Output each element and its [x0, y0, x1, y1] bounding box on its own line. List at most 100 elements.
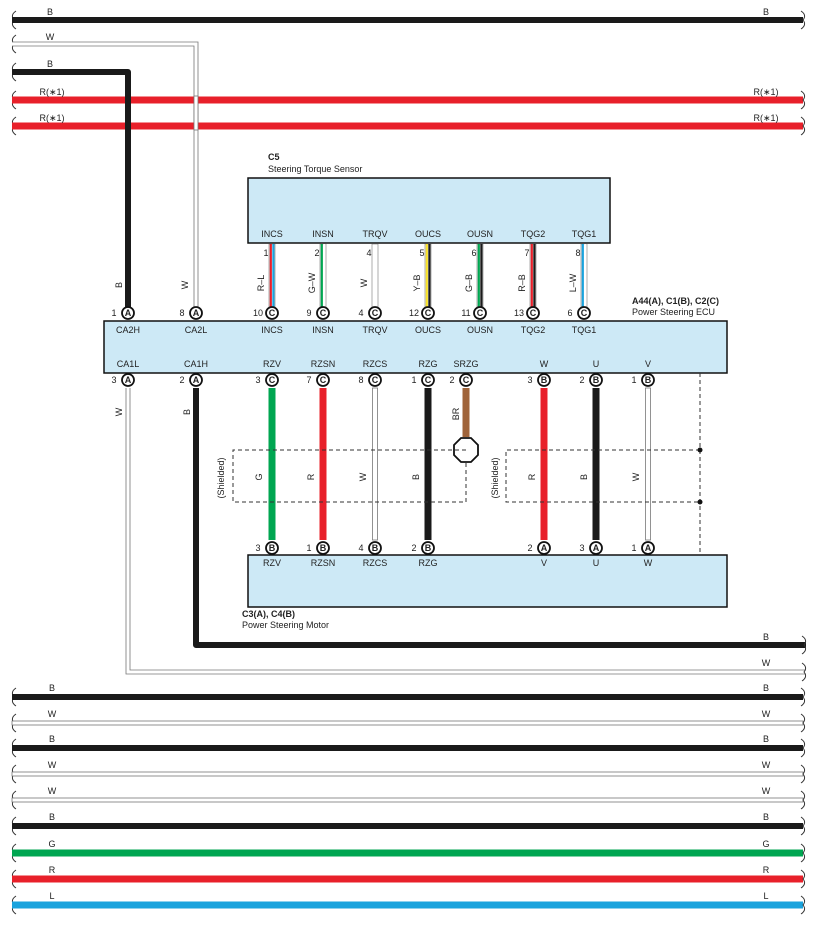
- svg-text:A: A: [193, 308, 200, 318]
- ecu-bottom-pin-rzg: C: [421, 373, 435, 387]
- bus-top-label-right: B: [763, 7, 769, 17]
- bus-bottom-label-right: W: [762, 760, 771, 770]
- motor-wire-6: [645, 387, 651, 541]
- ecu-bottom-pin-term: CA1L: [117, 359, 140, 369]
- svg-text:C: C: [320, 375, 327, 385]
- ca1l-wire-label: W: [114, 407, 124, 416]
- ecu-top-pin-num: 4: [358, 308, 363, 318]
- ca2h-wire: [12, 69, 131, 312]
- ecu-top-pin-ousn: C: [473, 306, 487, 320]
- motor-pin-num: 2: [527, 543, 532, 553]
- ecu-bottom-pin-term: U: [593, 359, 600, 369]
- bus-bottom-break-right: [800, 816, 806, 836]
- shield-label-right: (Shielded): [490, 457, 500, 498]
- motor-pin-term: RZCS: [363, 558, 388, 568]
- ecu-bottom-pin-term: RZG: [419, 359, 438, 369]
- svg-text:B: B: [593, 375, 600, 385]
- svg-text:C: C: [425, 375, 432, 385]
- ecu-top-pin-num: 6: [567, 308, 572, 318]
- ecu-top-pin-oucs: C: [421, 306, 435, 320]
- motor-pin-num: 2: [411, 543, 416, 553]
- bus-bottom-label-left: G: [48, 839, 55, 849]
- bus-top-label-left: W: [46, 32, 55, 42]
- sensor-wire-incs: [268, 243, 276, 308]
- sensor-wire-ousn: [476, 243, 484, 308]
- bus-bottom-label-right: G: [762, 839, 769, 849]
- ecu-bottom-pin-num: 3: [527, 375, 532, 385]
- motor-pin-term: W: [644, 558, 653, 568]
- bus-bottom-label-right: W: [762, 658, 771, 668]
- bus-top-break-right: [800, 90, 806, 110]
- ecu-bottom-pin-term: RZV: [263, 359, 281, 369]
- sensor-wire-tqg2: [529, 243, 537, 308]
- bus-bottom-label-left: B: [49, 812, 55, 822]
- bus-bottom-label-left: R: [49, 865, 56, 875]
- motor-pin-num: 3: [255, 543, 260, 553]
- ca2l-wire-label: W: [180, 280, 190, 289]
- sensor-pin-term: OUSN: [467, 229, 493, 239]
- sensor-pin-term: TQG2: [521, 229, 546, 239]
- motor-wire-label: R: [527, 473, 537, 480]
- motor-pin-rzv: B: [265, 541, 279, 555]
- bus-bottom-break-right: [800, 895, 806, 915]
- shield-left: [232, 449, 467, 503]
- svg-text:A: A: [125, 375, 132, 385]
- motor-pin-term: U: [593, 558, 600, 568]
- ecu-top-pin-num: 11: [461, 308, 470, 318]
- bus-bottom-label-left: B: [49, 734, 55, 744]
- bus-top-label-left: B: [47, 7, 53, 17]
- ecu-bottom-pin-num: 2: [449, 375, 454, 385]
- ecu-bottom-pin-num: 3: [111, 375, 116, 385]
- sensor-pin-num: 4: [366, 248, 371, 258]
- ecu-bottom-pin-num: 2: [579, 375, 584, 385]
- ecu-bottom-pin-w: B: [537, 373, 551, 387]
- motor-name: Power Steering Motor: [242, 620, 329, 630]
- bus-bottom-wire-6: [11, 797, 804, 803]
- bus-bottom-label-right: B: [763, 632, 769, 642]
- motor-pin-rzg: B: [421, 541, 435, 555]
- ecu-bottom-pin-term: W: [540, 359, 549, 369]
- svg-text:C: C: [269, 375, 276, 385]
- bus-bottom-label-right: B: [763, 734, 769, 744]
- bus-bottom-label-right: B: [763, 812, 769, 822]
- ecu-top-pin-incs: C: [265, 306, 279, 320]
- sensor-pin-term: OUCS: [415, 229, 441, 239]
- sensor-wire-trqv: [371, 243, 379, 308]
- svg-text:A: A: [645, 543, 652, 553]
- motor-pin-rzsn: B: [316, 541, 330, 555]
- sensor-wire-insn: [319, 243, 327, 308]
- bus-bottom-break-right: [800, 843, 806, 863]
- ecu-top-pin-term: INSN: [312, 325, 334, 335]
- svg-text:B: B: [541, 375, 548, 385]
- ecu-bottom-pin-v: B: [641, 373, 655, 387]
- sensor-wire-label: W: [359, 278, 369, 287]
- ecu-top-pin-num: 9: [306, 308, 311, 318]
- ca1h-wire: [193, 388, 806, 648]
- ecu-bottom-pin-rzcs: C: [368, 373, 382, 387]
- motor-pin-term: V: [541, 558, 547, 568]
- svg-text:C: C: [530, 308, 537, 318]
- motor-pin-term: RZV: [263, 558, 281, 568]
- ecu-bottom-pin-ca1h: A: [189, 373, 203, 387]
- bus-bottom-label-left: B: [49, 683, 55, 693]
- ecu-top-pin-term: OUSN: [467, 325, 493, 335]
- motor-pin-num: 1: [306, 543, 311, 553]
- shield-right: [505, 449, 700, 503]
- sensor-pin-term: TQG1: [572, 229, 597, 239]
- shield-label-left: (Shielded): [216, 457, 226, 498]
- svg-text:C: C: [269, 308, 276, 318]
- bus-bottom-wire-5: [11, 771, 804, 777]
- sensor-pin-num: 7: [524, 248, 529, 258]
- bus-top-label-right: R(∗1): [753, 87, 778, 97]
- ecu-top-pin-num: 8: [179, 308, 184, 318]
- svg-text:A: A: [193, 375, 200, 385]
- power-steering-ecu-box: [103, 320, 728, 374]
- bus-bottom-label-right: R: [763, 865, 770, 875]
- motor-pin-num: 1: [631, 543, 636, 553]
- ecu-top-pin-term: TQG1: [572, 325, 597, 335]
- bus-top-label-left: R(∗1): [39, 87, 64, 97]
- bus-top-break-right: [800, 10, 806, 30]
- motor-wire-label: W: [358, 472, 368, 481]
- sensor-wire-label: Y–B: [412, 274, 422, 291]
- sensor-id: C5: [268, 152, 280, 162]
